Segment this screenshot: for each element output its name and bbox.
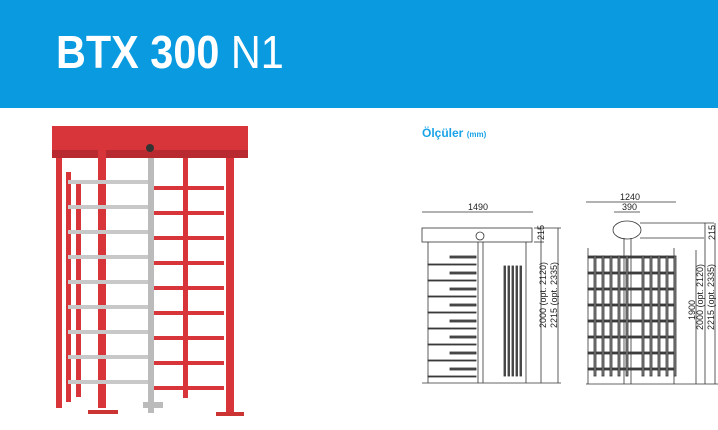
front-arm: [449, 319, 477, 323]
front-width-label: 1490: [468, 202, 488, 212]
front-bar: [427, 343, 477, 346]
side-view-drawing: 1240 390 215 1900 2000 (opt. 2120) 2215 …: [586, 192, 718, 385]
rotor-arm: [68, 205, 148, 209]
side-bar: [587, 351, 675, 355]
product-title: BTX 300 N1: [56, 24, 284, 80]
fixed-arm: [154, 311, 224, 315]
side-vertical-bar: [657, 255, 661, 377]
side-bar: [587, 319, 675, 323]
side-passage-height-label: 1900: [687, 300, 697, 320]
front-arm: [449, 335, 477, 339]
front-view-drawing: 1490 215 2000 (opt. 2120) 2215 (opt. 233…: [421, 202, 561, 384]
front-arm: [449, 287, 477, 291]
header-banner: BTX 300 N1: [0, 0, 718, 108]
front-fixed-bar: [515, 265, 518, 377]
front-fixed-bar: [503, 265, 506, 377]
front-bar: [427, 263, 477, 266]
front-bar: [427, 295, 477, 298]
front-arm: [449, 351, 477, 355]
dimensions-unit: (mm): [466, 130, 487, 139]
front-arm: [449, 255, 477, 259]
rotor-arm: [68, 180, 148, 184]
fixed-arm: [154, 361, 224, 365]
side-vertical-bar: [673, 255, 677, 377]
front-bar: [427, 279, 477, 282]
fixed-arm: [154, 236, 224, 240]
fixed-arm: [154, 386, 224, 390]
fixed-arm: [154, 186, 224, 190]
front-arm: [449, 367, 477, 371]
rotor-arm: [68, 330, 148, 334]
fixed-arm: [154, 336, 224, 340]
side-head-width-label: 390: [622, 202, 637, 212]
fixed-arm: [154, 211, 224, 215]
front-height-a-label: 2000 (opt. 2120): [538, 262, 548, 328]
side-vertical-bar: [625, 255, 629, 377]
front-arm: [449, 271, 477, 275]
rotor-arm: [68, 355, 148, 359]
model-name: BTX 300: [56, 26, 220, 78]
fixed-arm: [154, 261, 224, 265]
side-vertical-bar: [641, 255, 645, 377]
rotor-arm: [68, 380, 148, 384]
front-arm: [449, 303, 477, 307]
rotor-arm: [68, 255, 148, 259]
side-bar: [587, 303, 675, 307]
side-vertical-bar: [593, 255, 597, 377]
side-bar: [587, 367, 675, 371]
side-bar: [587, 271, 675, 275]
front-fixed-bar: [511, 265, 514, 377]
side-vertical-bar: [617, 255, 621, 377]
front-top-height-label: 215: [536, 225, 546, 240]
front-bar: [427, 311, 477, 314]
front-fixed-bar: [507, 265, 510, 377]
model-variant: N1: [230, 26, 284, 78]
rotor-arm: [68, 305, 148, 309]
side-height-a-label: 2000 (opt. 2120): [695, 264, 705, 330]
front-bar: [427, 375, 477, 378]
front-bar: [427, 327, 477, 330]
fixed-arm: [154, 286, 224, 290]
front-height-b-label: 2215 (opt. 2335): [549, 262, 559, 328]
dimensions-heading: Ölçüler (mm): [422, 126, 486, 140]
side-bar: [587, 335, 675, 339]
turnstile-illustration: [52, 126, 248, 416]
rotor-arm: [68, 230, 148, 234]
front-fixed-bar: [519, 265, 522, 377]
side-bar: [587, 287, 675, 291]
front-bar: [427, 359, 477, 362]
side-vertical-bar: [665, 255, 669, 377]
rotor-arm: [68, 280, 148, 284]
side-bar: [587, 255, 675, 259]
side-vertical-bar: [609, 255, 613, 377]
dimensions-title: Ölçüler: [422, 126, 464, 140]
side-width-label: 1240: [620, 192, 640, 202]
side-vertical-bar: [601, 255, 605, 377]
side-height-b-label: 2215 (opt. 2335): [706, 264, 716, 330]
side-top-height-label: 215: [707, 225, 717, 240]
side-vertical-bar: [649, 255, 653, 377]
